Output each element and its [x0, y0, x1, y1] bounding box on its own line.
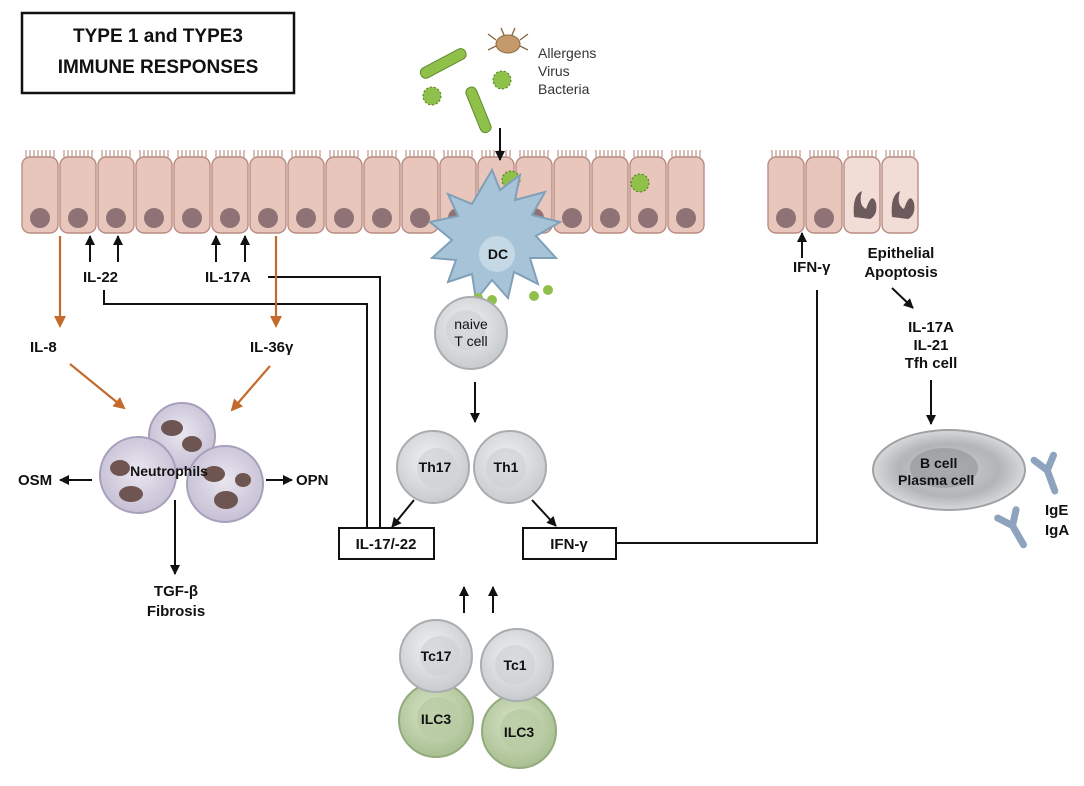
ilc3-cell-right: ILC3 — [481, 693, 557, 769]
tgfb-label: TGF-β — [154, 583, 198, 600]
b-cell: B cell Plasma cell — [872, 429, 1026, 511]
title-line-2: IMMUNE RESPONSES — [58, 57, 259, 78]
epithelial-cell — [287, 150, 325, 234]
naive-label-1: naive — [454, 316, 488, 332]
epithelial-cell — [59, 150, 97, 234]
neutrophils-label: Neutrophils — [130, 463, 208, 479]
epithelium-main — [21, 150, 705, 234]
dc-label: DC — [488, 246, 508, 262]
pathogens: Allergens Virus Bacteria — [419, 27, 650, 222]
ifng-box: IFN-γ — [522, 527, 617, 560]
arrow-orange-il36-neut — [230, 365, 271, 412]
il36g-label: IL-36γ — [250, 339, 294, 356]
il17a-label: IL-17A — [205, 269, 251, 286]
th17-cell: Th17 — [396, 430, 470, 504]
ilc3-label-left: ILC3 — [421, 711, 452, 727]
antigen-label-virus: Virus — [538, 63, 570, 79]
il17-22-label: IL-17/-22 — [356, 536, 417, 553]
tc17-cell: Tc17 — [399, 619, 473, 693]
title-line-1: TYPE 1 and TYPE3 — [73, 26, 243, 47]
dendritic-cell: DC — [427, 167, 563, 305]
epithelial-cell — [211, 150, 249, 234]
neutrophils: Neutrophils — [99, 402, 264, 523]
epithelial-cell — [805, 150, 843, 234]
arrow-th1-to-ifng — [531, 499, 557, 527]
il21-label: IL-21 — [913, 337, 948, 354]
epithelium-right — [767, 150, 919, 234]
epithelial-cell — [363, 150, 401, 234]
plasma-cell-label: Plasma cell — [898, 472, 974, 488]
antibody-icon — [994, 451, 1059, 549]
naive-label-2: T cell — [454, 333, 487, 349]
epithelial-cell — [325, 150, 363, 234]
arrow-th17-to-il17 — [391, 499, 415, 528]
connector-il17a — [268, 276, 381, 528]
th17-label: Th17 — [419, 459, 452, 475]
tc1-label: Tc1 — [503, 657, 526, 673]
il17a-right-label: IL-17A — [908, 319, 954, 336]
antigen-label-bacteria: Bacteria — [538, 81, 590, 97]
ifng-box-label: IFN-γ — [550, 536, 588, 553]
th1-cell: Th1 — [473, 430, 547, 504]
epithelial-cell — [21, 150, 59, 234]
apoptosis-label: Apoptosis — [864, 264, 937, 281]
osm-label: OSM — [18, 472, 52, 489]
epithelial-cell — [881, 150, 919, 234]
iga-label: IgA — [1045, 522, 1069, 539]
opn-label: OPN — [296, 472, 329, 489]
bacteria-rod-icon — [419, 48, 492, 134]
antigen-label-allergens: Allergens — [538, 45, 596, 61]
arrow-apoptosis — [891, 287, 914, 309]
epithelial-label: Epithelial — [868, 245, 935, 262]
tc17-label: Tc17 — [421, 648, 452, 664]
th1-label: Th1 — [494, 459, 519, 475]
ifng-epi-label: IFN-γ — [793, 259, 831, 276]
epithelial-cell — [767, 150, 805, 234]
tfh-label: Tfh cell — [905, 355, 958, 372]
connector-il22 — [103, 290, 368, 528]
epithelial-cell — [249, 150, 287, 234]
ilc3-cell-left: ILC3 — [398, 682, 474, 758]
bcell-label: B cell — [920, 455, 957, 471]
connector-ifng — [616, 290, 818, 544]
epithelial-cell — [629, 150, 667, 234]
epithelial-cell — [553, 150, 591, 234]
il17-22-box: IL-17/-22 — [338, 527, 435, 560]
title-box: TYPE 1 and TYPE3 IMMUNE RESPONSES — [20, 11, 296, 95]
epithelial-cell — [401, 150, 439, 234]
epithelial-cell — [173, 150, 211, 234]
epithelial-cell — [97, 150, 135, 234]
epithelial-cell — [591, 150, 629, 234]
epithelial-cell — [135, 150, 173, 234]
tc1-cell: Tc1 — [480, 628, 554, 702]
dust-mite-icon — [487, 27, 529, 54]
epithelial-cell — [667, 150, 705, 234]
il22-label: IL-22 — [83, 269, 118, 286]
epithelial-cell — [843, 150, 881, 234]
ilc3-label-right: ILC3 — [504, 724, 535, 740]
naive-t-cell: naive T cell — [434, 296, 508, 370]
arrow-orange-il8-neut — [69, 363, 126, 410]
ige-label: IgE — [1045, 502, 1068, 519]
il8-label: IL-8 — [30, 339, 57, 356]
fibrosis-label: Fibrosis — [147, 603, 205, 620]
